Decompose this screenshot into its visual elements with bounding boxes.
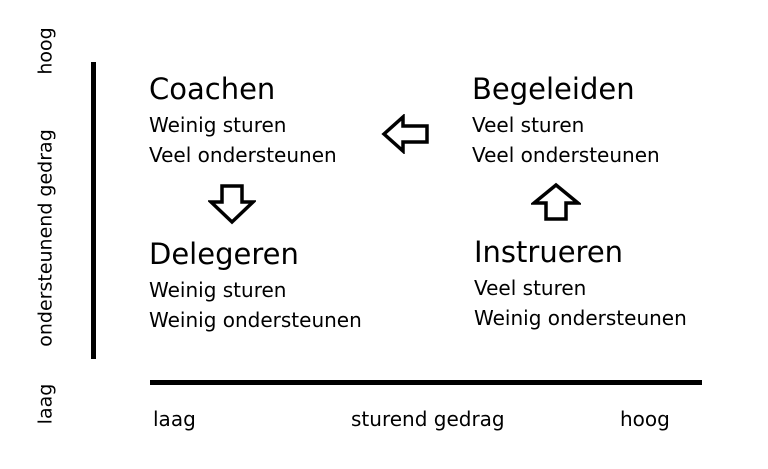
quadrant-line: Veel ondersteunen [149,143,337,167]
quadrant-line: Weinig ondersteunen [149,308,362,332]
quadrant-title: Begeleiden [472,72,635,106]
y-axis-line [91,62,96,359]
y-axis-title: ondersteunend gedrag [34,129,57,347]
quadrant-delegeren: Delegeren Weinig sturen Weinig ondersteu… [149,237,362,335]
y-axis-low-label: laag [34,383,57,425]
quadrant-title: Delegeren [149,237,299,271]
quadrant-title: Coachen [149,72,276,106]
x-axis-low-label: laag [153,407,196,431]
x-axis-title: sturend gedrag [351,407,505,431]
quadrant-begeleiden: Begeleiden Veel sturen Veel ondersteunen [472,72,660,170]
x-axis-high-label: hoog [620,407,670,431]
y-axis-labels: hoog ondersteunend gedrag laag [0,0,60,469]
arrow-left-icon [381,114,431,154]
y-axis-high-label: hoog [34,27,57,75]
quadrant-line: Weinig sturen [149,113,287,137]
quadrant-line: Veel sturen [472,113,585,137]
arrow-up-icon [531,182,581,222]
quadrant-line: Veel ondersteunen [472,143,660,167]
quadrant-line: Veel sturen [474,276,587,300]
arrow-down-icon [208,183,256,225]
quadrant-line: Weinig ondersteunen [474,306,687,330]
x-axis-line [150,380,702,385]
quadrant-line: Weinig sturen [149,278,287,302]
quadrant-coachen: Coachen Weinig sturen Veel ondersteunen [149,72,337,170]
quadrant-title: Instrueren [474,235,624,269]
quadrant-instrueren: Instrueren Veel sturen Weinig ondersteun… [474,235,687,333]
